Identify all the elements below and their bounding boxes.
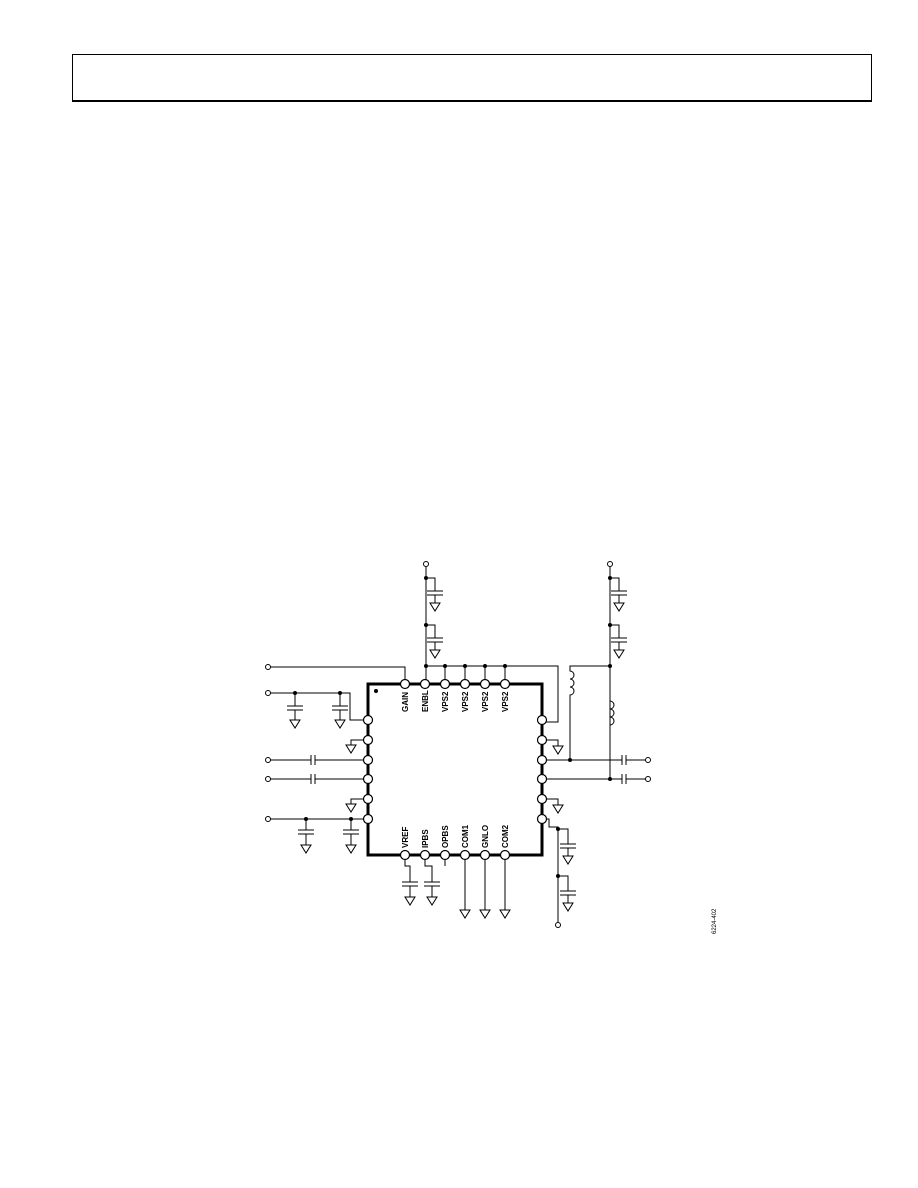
junction-dots: [293, 576, 612, 878]
pin-label-vps2-b: VPS2: [461, 691, 470, 712]
pin-label-enbl: ENBL: [421, 690, 430, 712]
pin-label-com1: COM1: [461, 824, 470, 848]
pin-label-com2: COM2: [501, 824, 510, 848]
input-line-1: [270, 755, 368, 765]
cap-top-1: [426, 577, 443, 603]
cap-right-2: [558, 875, 576, 903]
left-pin5-gnd-wire: [350, 798, 368, 804]
pin-label-vref: VREF: [401, 827, 410, 848]
top-pin-labels: GAIN ENBL VPS2 VPS2 VPS2 VPS2: [401, 690, 510, 712]
cap-bottom-ipbs: [424, 855, 440, 897]
chip-body: [366, 682, 544, 857]
cap-bottom-vref: [402, 855, 418, 897]
page-header-box: [72, 54, 872, 102]
pin-label-vps2-a: VPS2: [441, 691, 450, 712]
output-line-1: [542, 755, 646, 765]
pin-label-gnlo: GNLO: [481, 825, 490, 848]
pin-label-vps2-c: VPS2: [481, 691, 490, 712]
gain-wire: [270, 666, 406, 684]
inductor-2: [609, 700, 615, 779]
pin-label-vps2-d: VPS2: [501, 691, 510, 712]
bottom-pin-labels: VREF IPBS OPBS COM1 GNLO COM2: [401, 824, 510, 848]
pin-label-gain: GAIN: [401, 692, 410, 712]
cap-top-2: [426, 624, 443, 650]
bottom-gnd-wires: [464, 855, 506, 910]
cap-left-3: [298, 819, 314, 845]
cap-top-3: [610, 577, 627, 603]
inductor-1: [569, 665, 610, 760]
input-line-2: [270, 774, 368, 784]
right-pin5-gnd-wire: [542, 798, 559, 805]
left-bias-wire: [270, 692, 368, 721]
left-pin2-gnd-wire: [350, 739, 368, 745]
ground-symbols: [289, 602, 625, 919]
figure-id: 6224-402: [712, 908, 718, 934]
cap-top-4: [610, 624, 627, 650]
cap-left-1: [287, 693, 303, 720]
output-line-2: [542, 774, 646, 784]
cap-right-1: [558, 828, 576, 856]
vps2-bus: [426, 665, 559, 723]
right-pin2-gnd-wire: [542, 739, 559, 746]
pin-label-opbs: OPBS: [441, 825, 450, 848]
chip-pins: [362, 678, 548, 861]
pin-label-ipbs: IPBS: [421, 829, 430, 848]
cap-left-2: [332, 693, 348, 720]
vps2-drops: [444, 666, 506, 684]
right-supply-column: [542, 818, 559, 922]
terminals: [265, 561, 651, 928]
cap-left-4: [343, 819, 359, 845]
